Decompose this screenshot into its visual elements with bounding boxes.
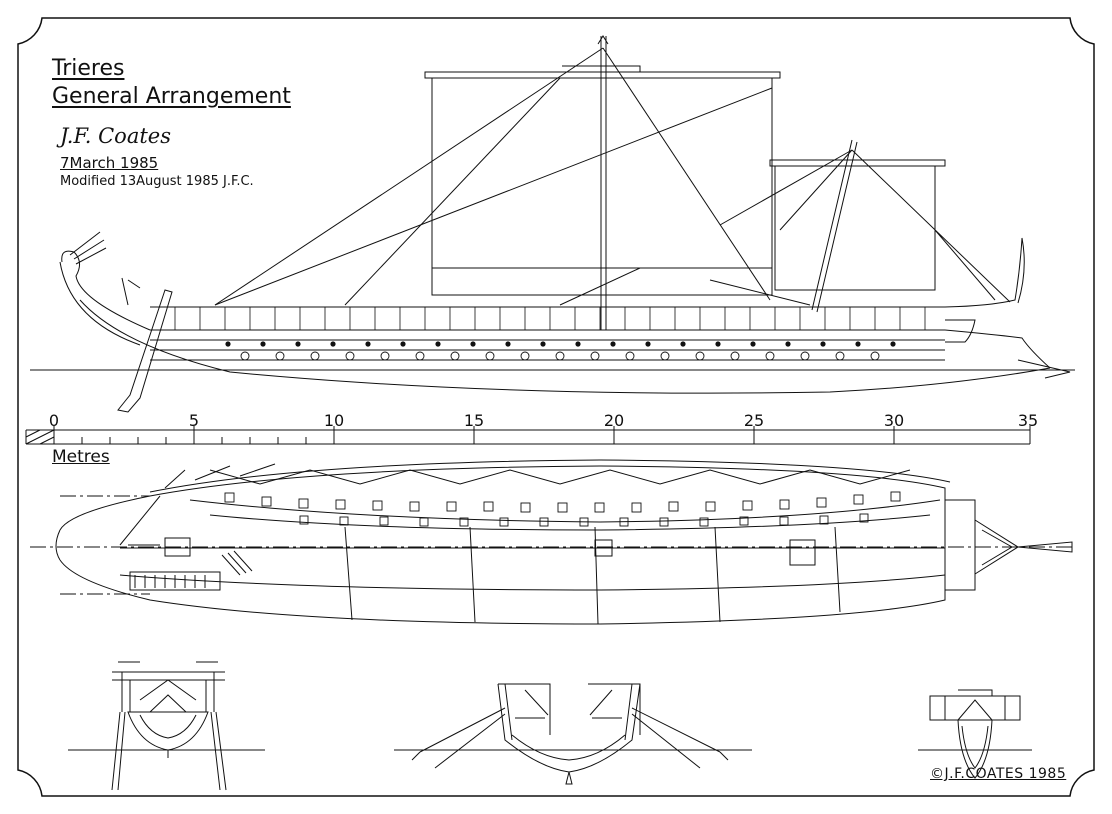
lower-oar-ports: [240, 351, 880, 361]
title-line-1: Trieres: [52, 56, 125, 81]
drawing-date: 7March 1985: [60, 154, 159, 172]
scale-tick-label: 20: [603, 411, 625, 430]
section-midship: [394, 683, 752, 785]
scale-tick-label: 30: [883, 411, 905, 430]
scale-tick-label: 5: [188, 411, 200, 430]
scale-tick-label: 0: [48, 411, 60, 430]
scale-units: Metres: [52, 447, 110, 467]
title-line-2: General Arrangement: [52, 84, 291, 109]
plan-oar-grid: [224, 491, 901, 527]
scale-tick-label: 35: [1017, 411, 1039, 430]
plan-view: [30, 459, 1075, 625]
modified-note: Modified 13August 1985 J.F.C.: [60, 174, 254, 189]
scale-tick-label: 25: [743, 411, 765, 430]
scale-tick-label: 10: [323, 411, 345, 430]
scale-bar: [25, 426, 1031, 445]
section-stern: [918, 689, 1032, 779]
section-bow: [68, 661, 265, 791]
oar-ports: [225, 341, 896, 347]
side-elevation: [30, 35, 1075, 413]
scale-tick-label: 15: [463, 411, 485, 430]
author-signature: J.F. Coates: [60, 124, 171, 148]
deck-stanchions: [174, 307, 926, 330]
copyright-notice: ©J.F.COATES 1985: [930, 766, 1067, 782]
sheet-border: [17, 17, 1095, 797]
